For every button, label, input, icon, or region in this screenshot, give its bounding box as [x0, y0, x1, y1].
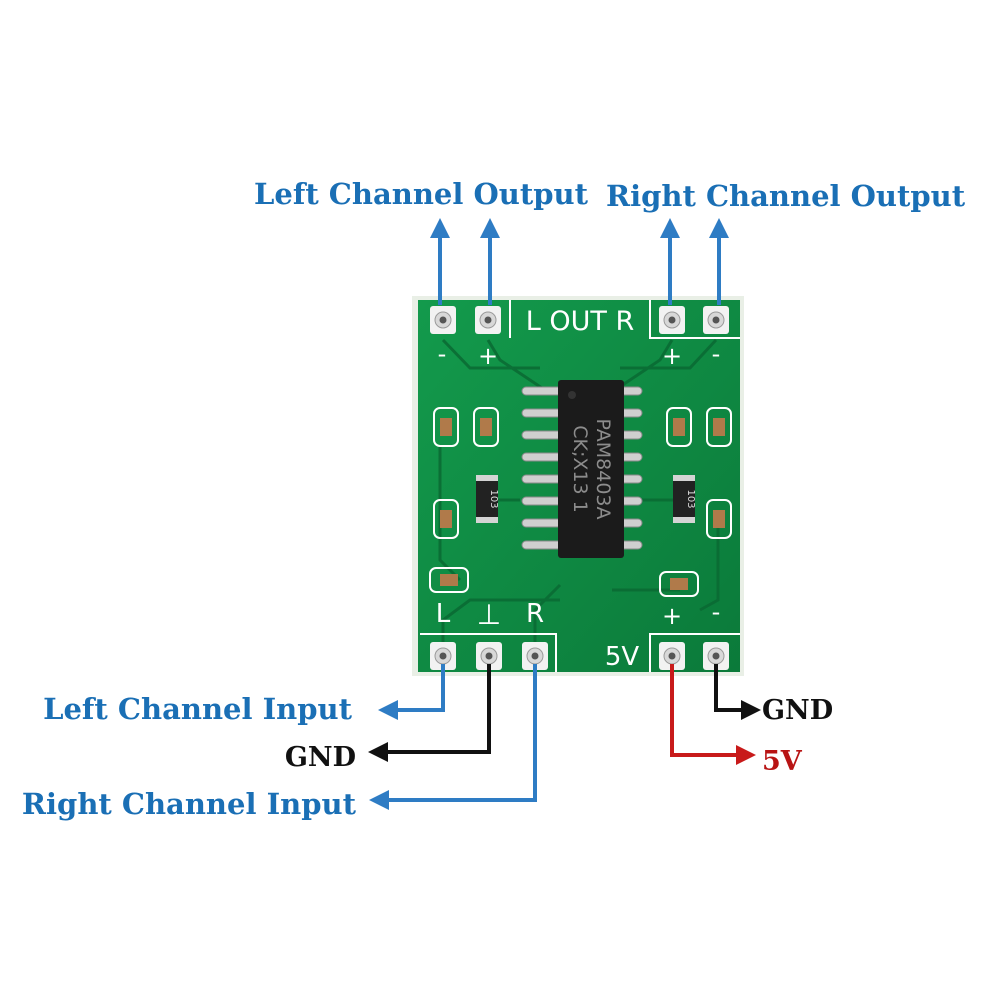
output-arrows	[430, 218, 729, 305]
wire-5v-power	[670, 664, 756, 765]
out-left-plus-mark: +	[478, 342, 498, 370]
power-plus-mark: +	[662, 602, 682, 630]
ic-chip-marking-line2: CK;X13 1	[569, 425, 591, 512]
input-pad-left	[430, 642, 456, 670]
output-header-label: L OUT R	[526, 306, 634, 337]
in-left-mark: L	[436, 599, 451, 629]
capacitor-c2	[473, 407, 499, 447]
output-pad-right-minus	[703, 306, 729, 334]
wire-gnd-power	[714, 664, 761, 720]
label-gnd-input: GND	[285, 742, 356, 773]
resistor-right-code: 103	[685, 489, 696, 508]
capacitor-c5	[433, 499, 459, 539]
capacitor-c6	[706, 499, 732, 539]
power-pad-minus	[703, 642, 729, 670]
power-5v-label: 5V	[605, 642, 640, 672]
output-header-frame	[509, 300, 740, 339]
out-left-minus-mark: -	[438, 340, 447, 368]
power-minus-mark: -	[712, 598, 721, 626]
ic-pins-left	[521, 386, 565, 550]
label-gnd-power: GND	[762, 695, 833, 726]
output-pad-right-plus	[659, 306, 685, 334]
out-right-minus-mark: -	[712, 340, 721, 368]
power-header-frame	[649, 633, 740, 672]
capacitor-c3	[666, 407, 692, 447]
label-right-channel-output: Right Channel Output	[606, 179, 966, 213]
label-right-channel-input: Right Channel Input	[22, 787, 357, 821]
in-right-mark: R	[526, 599, 544, 629]
label-left-channel-output: Left Channel Output	[254, 177, 589, 211]
pcb-board: L OUT R - + + -	[412, 296, 744, 676]
label-left-channel-input: Left Channel Input	[43, 692, 353, 726]
ic-chip-marking-line1: PAM8403A	[592, 419, 614, 520]
resistor-left: 103	[476, 475, 499, 523]
resistor-right: 103	[673, 475, 696, 523]
power-pad-plus	[659, 642, 685, 670]
out-right-plus-mark: +	[662, 342, 682, 370]
wire-gnd-input	[368, 664, 491, 762]
resistor-left-code: 103	[488, 489, 499, 508]
in-gnd-mark: ⊥	[477, 598, 501, 631]
capacitor-c7	[429, 567, 469, 593]
output-pad-left-minus	[430, 306, 456, 334]
input-pad-gnd	[476, 642, 502, 670]
label-5v-power: 5V	[762, 746, 803, 777]
wire-right-input	[369, 664, 537, 810]
capacitor-c1	[433, 407, 459, 447]
ic-chip-body	[558, 380, 624, 558]
wire-left-input	[378, 664, 445, 720]
output-pad-left-plus	[475, 306, 501, 334]
input-header-frame	[420, 633, 557, 672]
capacitor-c8	[659, 571, 699, 597]
capacitor-c4	[706, 407, 732, 447]
ic-pin1-dot	[568, 391, 576, 399]
